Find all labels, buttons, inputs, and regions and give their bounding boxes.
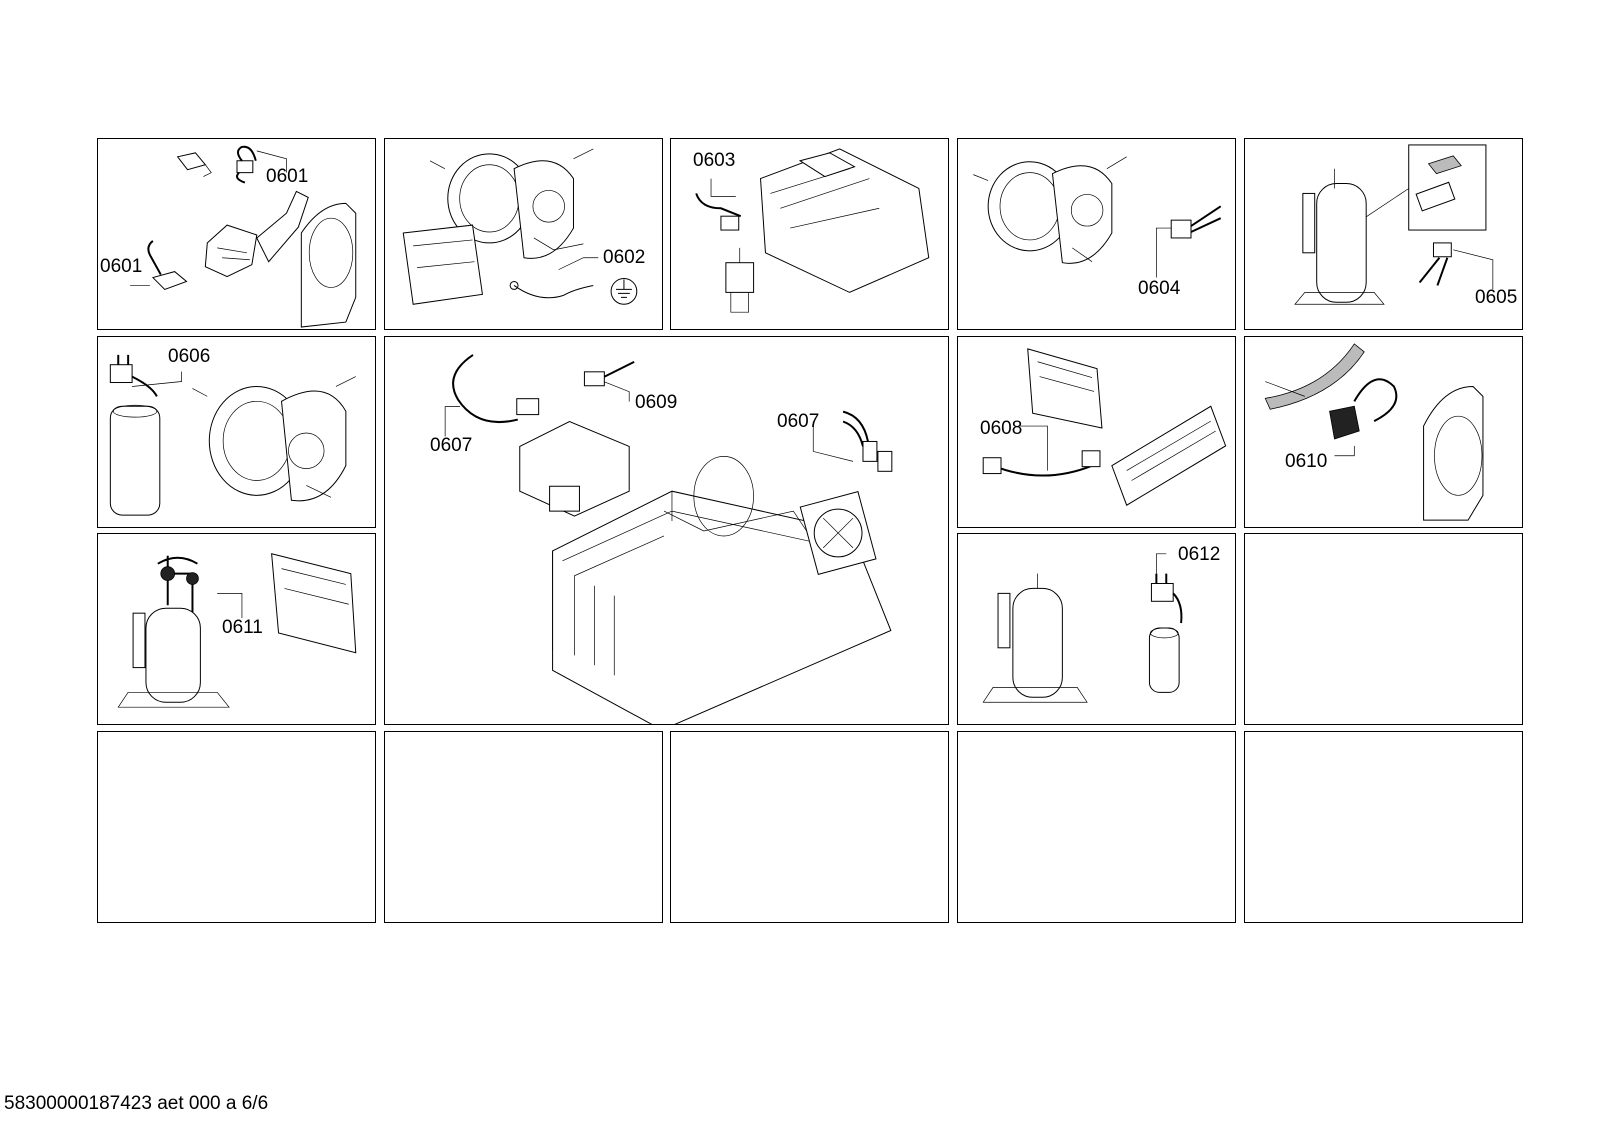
label-0607-left: 0607 xyxy=(430,435,473,456)
panel-0611[interactable]: 0611 xyxy=(97,533,376,725)
label-0604: 0604 xyxy=(1138,278,1181,299)
panel-0606[interactable]: 0606 xyxy=(97,336,376,528)
panel-empty-r4c4 xyxy=(957,731,1236,923)
panel-empty-r4c5 xyxy=(1244,731,1523,923)
panel-0605[interactable]: 0605 xyxy=(1244,138,1523,330)
panel-0612[interactable]: 0612 xyxy=(957,533,1236,725)
panel-0601[interactable]: 0601 0601 xyxy=(97,138,376,330)
label-0601-left: 0601 xyxy=(100,256,143,277)
panel-empty-r3c5 xyxy=(1244,533,1523,725)
illustration-0603 xyxy=(695,148,930,313)
illustration-0606 xyxy=(109,354,356,516)
document-footer: 58300000187423 aet 000 a 6/6 xyxy=(4,1093,269,1114)
label-0608: 0608 xyxy=(980,418,1023,439)
illustration-0612 xyxy=(982,553,1183,703)
label-0611: 0611 xyxy=(222,617,263,638)
label-0609: 0609 xyxy=(635,392,678,413)
panel-0604[interactable]: 0604 xyxy=(957,138,1236,330)
panel-0608[interactable]: 0608 xyxy=(957,336,1236,528)
label-0610: 0610 xyxy=(1285,451,1328,472)
label-0605: 0605 xyxy=(1475,287,1518,308)
panel-0603[interactable]: 0603 xyxy=(670,138,949,330)
panel-empty-r4c3 xyxy=(670,731,949,923)
illustration-0610 xyxy=(1264,343,1484,521)
panel-empty-r4c2 xyxy=(384,731,663,923)
illustration-0608 xyxy=(982,348,1227,506)
illustration-0607-0609 xyxy=(444,354,893,724)
label-0601-top: 0601 xyxy=(266,166,309,187)
panel-0602[interactable]: 0602 xyxy=(384,138,663,330)
label-0606: 0606 xyxy=(168,346,211,367)
illustration-0604 xyxy=(973,156,1222,278)
illustration-0601 xyxy=(130,145,357,328)
illustration-0611 xyxy=(117,553,357,708)
label-0612: 0612 xyxy=(1178,544,1221,565)
illustration-0602 xyxy=(402,148,638,305)
label-0603: 0603 xyxy=(693,150,736,171)
label-0607-right: 0607 xyxy=(777,411,820,432)
illustration-0605 xyxy=(1294,144,1494,305)
panel-0610[interactable]: 0610 xyxy=(1244,336,1523,528)
label-0602: 0602 xyxy=(603,247,646,268)
panel-0607-0609[interactable]: 0607 0609 0607 xyxy=(384,336,949,725)
panel-empty-r4c1 xyxy=(97,731,376,923)
